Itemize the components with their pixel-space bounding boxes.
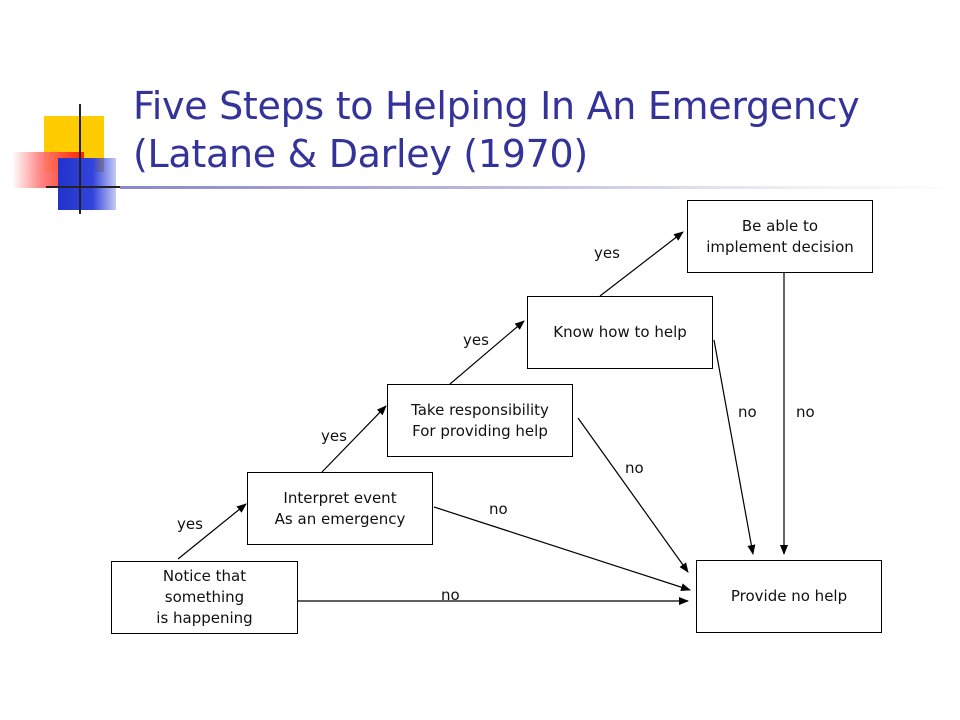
label-no-interpret: no — [489, 500, 508, 518]
decoration-blue-square — [58, 158, 116, 210]
arrow-yes-interpret-to-responsibility — [321, 405, 387, 473]
label-no-notice: no — [441, 586, 460, 604]
label-yes-1: yes — [177, 515, 203, 533]
arrow-yes-notice-to-interpret — [177, 503, 247, 560]
step-know-how: Know how to help — [527, 296, 713, 369]
label-yes-2: yes — [321, 427, 347, 445]
label-no-implement: no — [796, 403, 815, 421]
arrow-no-know — [713, 339, 756, 555]
arrow-yes-know-to-implement — [599, 231, 684, 297]
step-interpret: Interpret event As an emergency — [247, 472, 433, 545]
page-title: Five Steps to Helping In An Emergency (L… — [133, 84, 860, 176]
label-no-responsibility: no — [625, 459, 644, 477]
step-notice: Notice that something is happening — [111, 561, 298, 634]
label-no-know: no — [738, 403, 757, 421]
label-yes-4: yes — [594, 244, 620, 262]
step-take-responsibility: Take responsibility For providing help — [387, 384, 573, 457]
arrow-yes-responsibility-to-know — [449, 320, 525, 385]
decoration-horizontal-line — [46, 186, 126, 188]
arrow-no-responsibility — [577, 417, 689, 573]
label-yes-3: yes — [463, 331, 489, 349]
title-underline — [120, 186, 960, 189]
step-implement: Be able to implement decision — [687, 200, 873, 273]
arrow-no-interpret — [433, 506, 691, 592]
decoration-vertical-line — [79, 104, 81, 214]
outcome-no-help: Provide no help — [696, 560, 882, 633]
